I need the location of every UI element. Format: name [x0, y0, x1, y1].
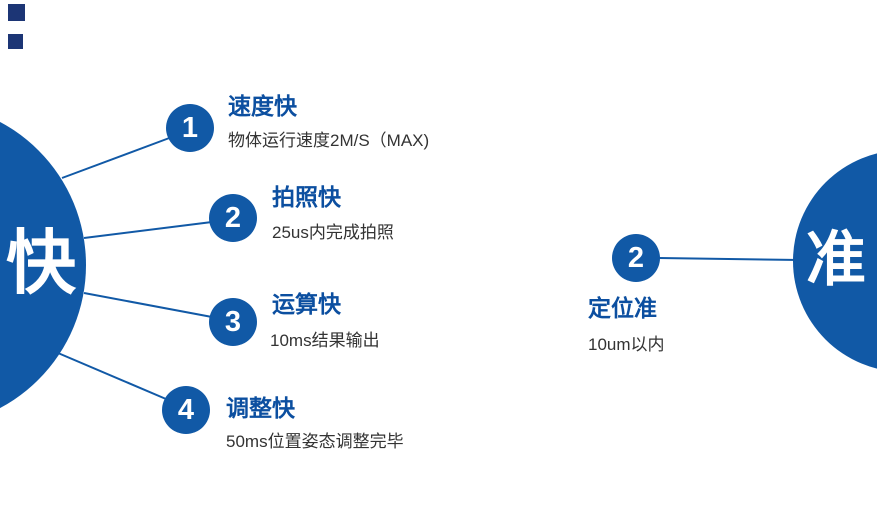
item-2-number-circle: 2: [209, 194, 257, 242]
connector-line-item4: [57, 352, 167, 400]
item-4-title: 调整快: [226, 395, 295, 421]
item-2-desc: 25us内完成拍照: [272, 223, 394, 242]
right-item-title: 定位准: [588, 295, 657, 321]
decor-square-bottom: [8, 34, 23, 49]
item-4-number-circle: 4: [162, 386, 210, 434]
item-1-number-circle: 1: [166, 104, 214, 152]
item-1-desc: 物体运行速度2M/S（MAX): [228, 131, 430, 150]
connector-line-item2: [83, 221, 213, 239]
item-3-desc: 10ms结果输出: [270, 331, 380, 350]
right-item-number-circle: 2: [612, 234, 660, 282]
right-circle-label: 准: [806, 226, 866, 293]
item-4-desc: 50ms位置姿态调整完毕: [226, 432, 404, 451]
item-3-title: 运算快: [272, 291, 341, 317]
connector-line-item1: [61, 136, 173, 179]
connector-line-right: [658, 257, 801, 261]
connector-line-item3: [83, 292, 213, 318]
item-3-number-circle: 3: [209, 298, 257, 346]
right-item-desc: 10um以内: [588, 335, 665, 354]
decor-square-top: [8, 4, 25, 21]
item-2-title: 拍照快: [272, 184, 341, 210]
item-1-title: 速度快: [228, 93, 297, 119]
left-circle-label: 快: [6, 224, 76, 302]
